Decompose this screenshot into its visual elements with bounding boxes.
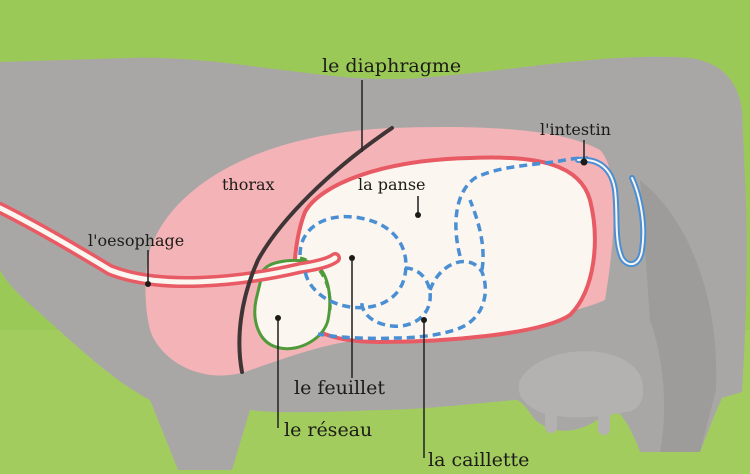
- label-thorax: thorax: [222, 175, 275, 194]
- dot-intestin: [581, 159, 588, 166]
- label-panse: la panse: [358, 175, 426, 194]
- label-feuillet: le feuillet: [294, 377, 385, 399]
- label-oesophage: l'oesophage: [88, 231, 184, 250]
- label-caillette: la caillette: [428, 449, 529, 471]
- teat-2: [598, 405, 610, 435]
- stomach: [294, 157, 595, 342]
- dot-feuillet: [349, 255, 355, 261]
- dot-caillette: [421, 317, 427, 323]
- label-diaphragme: le diaphragme: [322, 55, 461, 77]
- label-reseau: le réseau: [284, 419, 372, 441]
- dot-panse: [415, 212, 421, 218]
- label-intestin: l'intestin: [540, 120, 611, 139]
- dot-reseau: [275, 315, 281, 321]
- teat-1: [545, 405, 557, 433]
- dot-oesophage: [145, 281, 151, 287]
